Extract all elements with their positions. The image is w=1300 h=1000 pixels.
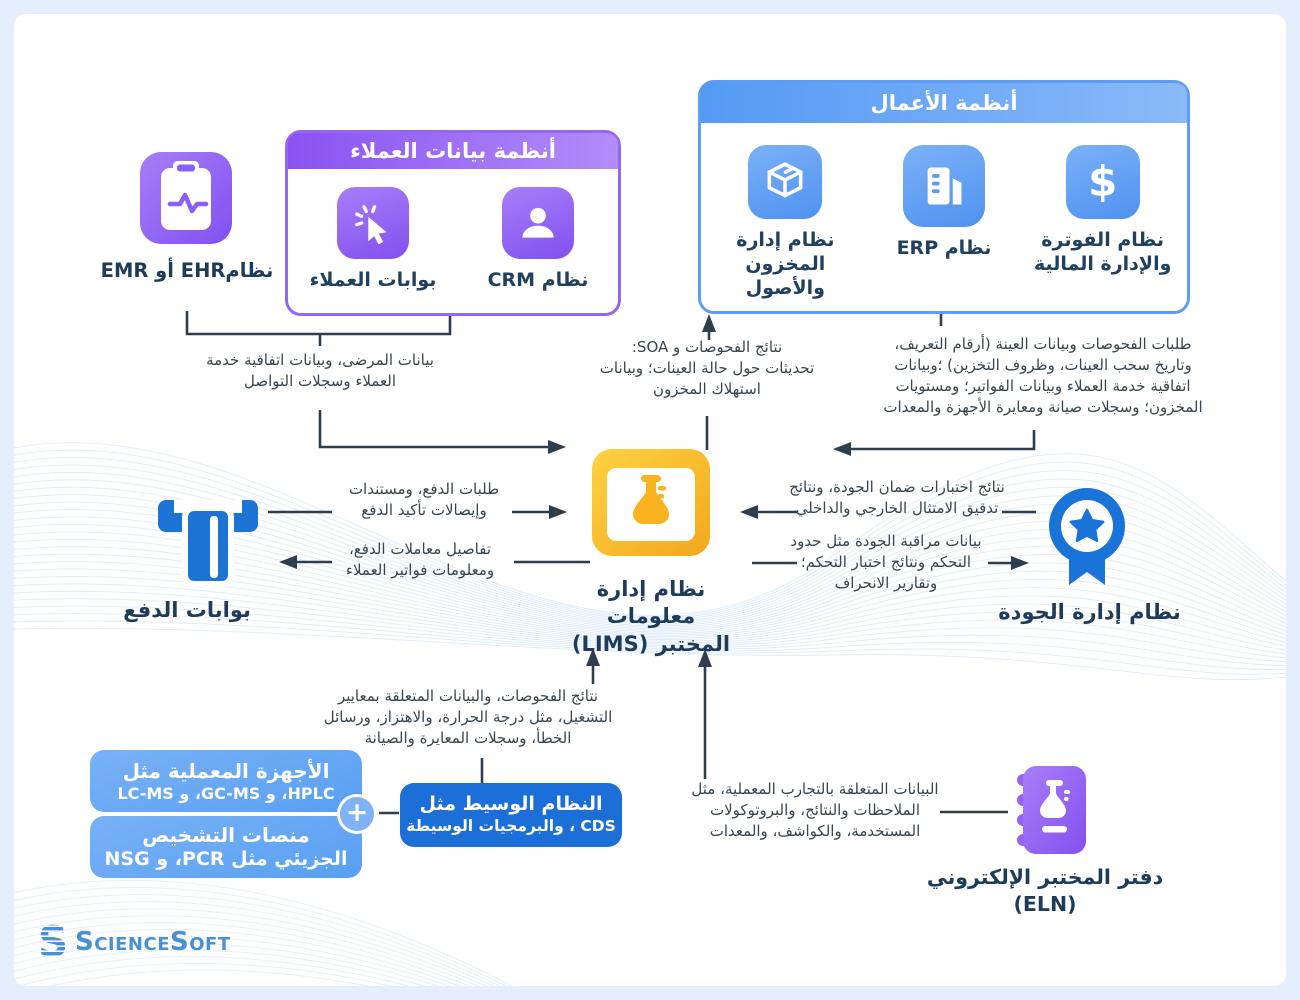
payment-gateways-node: [158, 492, 258, 594]
quality-system-label: نظام إدارة الجودة: [998, 600, 1181, 624]
middleware-line1: النظام الوسيط مثل: [419, 793, 603, 816]
atm-payment-icon: [158, 500, 258, 587]
flow-payment-to-lims: طلبات الدفع، ومستندات وإيصالات تأكيد الد…: [348, 480, 500, 519]
molecular-platforms-box: منصات التشخيص الجزيئي مثل PCR، و NSG: [90, 816, 362, 878]
business-systems-header: أنظمة الأعمال: [701, 83, 1187, 123]
inventory-system-node: نظام إدارة المخزون والأصول: [705, 145, 865, 300]
flow-business-to-lims: طلبات الفحوصات وبيانات العينة (أرقام الت…: [883, 335, 1203, 416]
lab-instruments-line2: HPLC، و GC-MS، و LC-MS: [117, 783, 335, 803]
flow-customer-to-lims: بيانات المرضى، وبيانات اتفاقية خدمة العم…: [206, 351, 434, 390]
quality-system-node: [1040, 486, 1134, 598]
sciencesoft-s-icon: S: [38, 922, 68, 962]
billing-system-label: نظام الفوترة والإدارة المالية: [1033, 229, 1172, 275]
flow-eln-to-lims: البيانات المتعلقة بالتجارب المعملية، مثل…: [691, 780, 939, 840]
medal-star-icon: [1049, 488, 1125, 585]
molecular-platforms-line1: منصات التشخيص: [142, 822, 310, 847]
crm-system-node: نظام CRM: [468, 187, 608, 293]
eln-label: دفتر المختبر الإلكتروني (ELN): [926, 865, 1164, 916]
clipboard-pulse-icon: [140, 152, 232, 244]
sciencesoft-logo-text: ScienceSoft: [75, 927, 231, 957]
ehr-system-label: نظامEHR أو EMR: [100, 259, 274, 282]
svg-text:S: S: [38, 922, 68, 962]
lab-notebook-icon: [1017, 766, 1086, 854]
erp-system-label: نظام ERP: [896, 237, 992, 259]
flow-instruments-to-lims: نتائج الفحوصات، والبيانات المتعلقة بمعاي…: [323, 687, 613, 747]
flow-lims-to-payment: تفاصيل معاملات الدفع، ومعلومات فواتير ال…: [345, 540, 495, 579]
flow-quality-to-lims: نتائج اختبارات ضمان الجودة، ونتائج تدقيق…: [789, 478, 1005, 517]
erp-system-node: نظام ERP: [874, 145, 1014, 261]
customer-systems-items: نظام CRM بوابات العملاء: [288, 169, 618, 293]
customer-portals-node: بوابات العملاء: [298, 187, 448, 293]
lims-node: [592, 449, 710, 560]
ehr-system-node: [140, 152, 232, 248]
lims-label: نظام إدارة معلومات المختبر (LIMS): [571, 577, 731, 656]
dollar-icon: $: [1065, 145, 1140, 219]
customer-portals-label: بوابات العملاء: [309, 269, 437, 291]
inventory-system-label: نظام إدارة المخزون والأصول: [736, 229, 835, 299]
business-systems-group: أنظمة الأعمال $ نظام الفوترة والإدارة ال…: [698, 80, 1190, 314]
customer-data-systems-group: أنظمة بيانات العملاء نظام CRM: [285, 130, 621, 316]
molecular-platforms-line2: الجزيئي مثل PCR، و NSG: [104, 847, 348, 870]
middleware-line2: CDS ، والبرمجيات الوسيطة: [406, 817, 616, 836]
billing-system-node: $ نظام الفوترة والإدارة المالية: [1023, 145, 1183, 277]
flow-lims-to-quality: بيانات مراقبة الجودة مثل حدود التحكم ونت…: [790, 532, 982, 592]
plus-icon: +: [337, 794, 377, 834]
lab-instruments-box: الأجهزة المعملية مثل HPLC، و GC-MS، و LC…: [90, 750, 362, 812]
lab-instruments-line1: الأجهزة المعملية مثل: [122, 758, 330, 783]
middleware-box: النظام الوسيط مثل CDS ، والبرمجيات الوسي…: [400, 783, 622, 847]
package-icon: [748, 145, 823, 219]
payment-gateways-label: بوابات الدفع: [123, 598, 251, 622]
cursor-click-icon: [337, 187, 409, 259]
crm-system-label: نظام CRM: [487, 269, 589, 291]
eln-node: [1012, 764, 1088, 860]
sciencesoft-logo: S ScienceSoft: [38, 922, 231, 962]
erp-building-icon: [903, 145, 986, 227]
user-icon: [502, 187, 574, 259]
business-systems-items: $ نظام الفوترة والإدارة المالية نظام ERP: [701, 123, 1187, 300]
customer-systems-header: أنظمة بيانات العملاء: [288, 133, 618, 169]
flow-lims-to-business: نتائج الفحوصات و SOA: تحديثات حول حالة ا…: [599, 338, 815, 398]
flask-window-icon: [592, 449, 710, 556]
